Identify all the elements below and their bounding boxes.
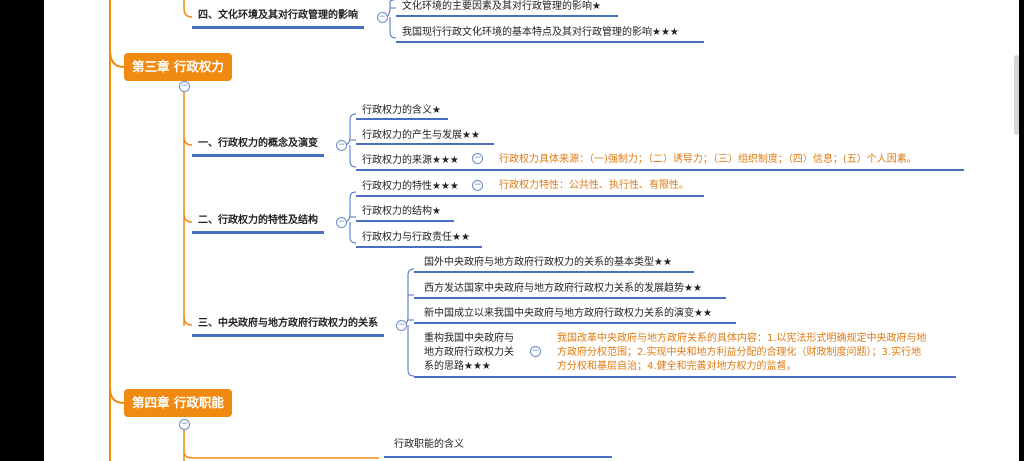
leaf-power-structure[interactable]: 行政权力的结构★ <box>362 206 441 217</box>
sec1-branch <box>343 113 357 146</box>
sec3-collapse-icon[interactable]: − <box>396 320 407 331</box>
ch3-to-sec2 <box>183 213 193 223</box>
leaf-power-origin[interactable]: 行政权力的产生与发展★★ <box>362 130 480 141</box>
leaf-power-responsibility-underline <box>356 246 482 248</box>
ch4-to-leaf <box>183 451 379 459</box>
leaf-western-trend[interactable]: 西方发达国家中央政府与地方政府行政权力关系的发展趋势★★ <box>424 283 702 294</box>
note-power-source[interactable]: 行政权力具体来源：（一)强制力；（二）诱导力；（三）组织制度；（四）信息；(五）… <box>499 154 917 165</box>
leaf-china-evolution[interactable]: 新中国成立以来我国中央政府与地方政府行政权力关系的演变★★ <box>424 308 712 319</box>
chapter3-collapse-icon[interactable]: − <box>179 81 190 92</box>
leaf-foreign-types[interactable]: 国外中央政府与地方政府行政权力的关系的基本类型★★ <box>424 257 672 268</box>
leaf-function-definition[interactable]: 行政职能的含义 <box>394 439 464 450</box>
leaf-power-traits[interactable]: 行政权力的特性★★★ <box>362 181 459 192</box>
leaf-china-evolution-underline <box>414 322 736 324</box>
sec2-branch <box>343 191 357 223</box>
sec1-collapse-icon[interactable]: − <box>336 140 347 151</box>
leaf-western-trend-underline <box>414 297 726 299</box>
reform-note-collapse-icon[interactable]: − <box>530 346 541 357</box>
chapter4-collapse-icon[interactable]: − <box>179 419 190 430</box>
sec4-stub <box>183 0 193 18</box>
vertical-scrollbar-thumb[interactable] <box>1014 55 1019 135</box>
section-2-node[interactable]: 二、行政权力的特性及结构 <box>192 211 324 234</box>
sec2-collapse-icon[interactable]: − <box>336 217 347 228</box>
leaf-power-structure-underline <box>356 220 454 222</box>
sec4-collapse-icon[interactable]: − <box>377 12 388 23</box>
mindmap-connectors <box>109 0 415 461</box>
source-note-collapse-icon[interactable]: − <box>472 153 483 164</box>
leaf-culture-features[interactable]: 我国现行行政文化环境的基本特点及其对行政管理的影响★★★ <box>402 27 679 38</box>
note-reform-line1[interactable]: 我国改革中央政府与地方政府关系的具体内容：1.以宪法形式明确规定中央政府与地 <box>557 333 927 344</box>
note-reform-line2[interactable]: 方政府分权范围；2.实现中央和地方利益分配的合理化（财政制度问题）；3.实行地 <box>557 347 922 358</box>
leaf-culture-features-underline <box>396 41 704 43</box>
sec4-branch-2 <box>389 17 397 39</box>
ch3-to-sec3 <box>183 316 193 326</box>
trunk-to-chapter4 <box>109 387 125 404</box>
leaf-power-traits-underline <box>356 195 704 197</box>
leaf-rebuild-line2[interactable]: 地方政府行政权力关 <box>424 347 514 358</box>
note-reform-line3[interactable]: 方分权和基层自治；4.健全和完善对地方权力的监督。 <box>557 361 797 372</box>
leaf-rebuild-underline <box>414 376 956 378</box>
mindmap-canvas[interactable]: − − − − − − − − − 第三章 行政权力 第四章 行政职能 四、文化… <box>44 0 1019 461</box>
traits-note-collapse-icon[interactable]: − <box>472 180 483 191</box>
leaf-power-source[interactable]: 行政权力的来源★★★ <box>362 155 459 166</box>
leaf-culture-factors[interactable]: 文化环境的主要因素及其对行政管理的影响★ <box>402 1 601 12</box>
chapter-4-node[interactable]: 第四章 行政职能 <box>124 389 232 417</box>
leaf-rebuild-line3[interactable]: 系的思路★★★ <box>424 361 491 372</box>
leaf-power-definition-underline <box>356 118 448 120</box>
leaf-power-definition[interactable]: 行政权力的含义★ <box>362 105 441 116</box>
note-power-traits[interactable]: 行政权力特性：公共性、执行性、有限性。 <box>499 180 689 191</box>
chapter-3-node[interactable]: 第三章 行政权力 <box>124 53 232 81</box>
sec3-leaf4 <box>407 325 415 377</box>
leaf-power-source-underline <box>356 169 964 171</box>
leaf-rebuild-line1[interactable]: 重构我国中央政府与 <box>424 333 514 344</box>
section-4-node[interactable]: 四、文化环境及其对行政管理的影响 <box>192 6 364 29</box>
sec3-branch <box>401 268 415 326</box>
section-3-node[interactable]: 三、中央政府与地方政府行政权力的关系 <box>192 314 384 337</box>
leaf-foreign-types-underline <box>414 271 694 273</box>
ch3-to-sec1 <box>183 136 193 146</box>
leaf-culture-factors-underline <box>396 15 618 17</box>
section-1-node[interactable]: 一、行政权力的概念及演变 <box>192 134 324 157</box>
leaf-function-definition-underline <box>384 456 612 458</box>
sec1-leaf3 <box>349 145 357 168</box>
trunk-to-chapter3 <box>109 49 125 68</box>
sec2-leaf3 <box>349 222 357 244</box>
leaf-power-origin-underline <box>356 143 494 145</box>
leaf-power-responsibility[interactable]: 行政权力与行政责任★★ <box>362 232 470 243</box>
